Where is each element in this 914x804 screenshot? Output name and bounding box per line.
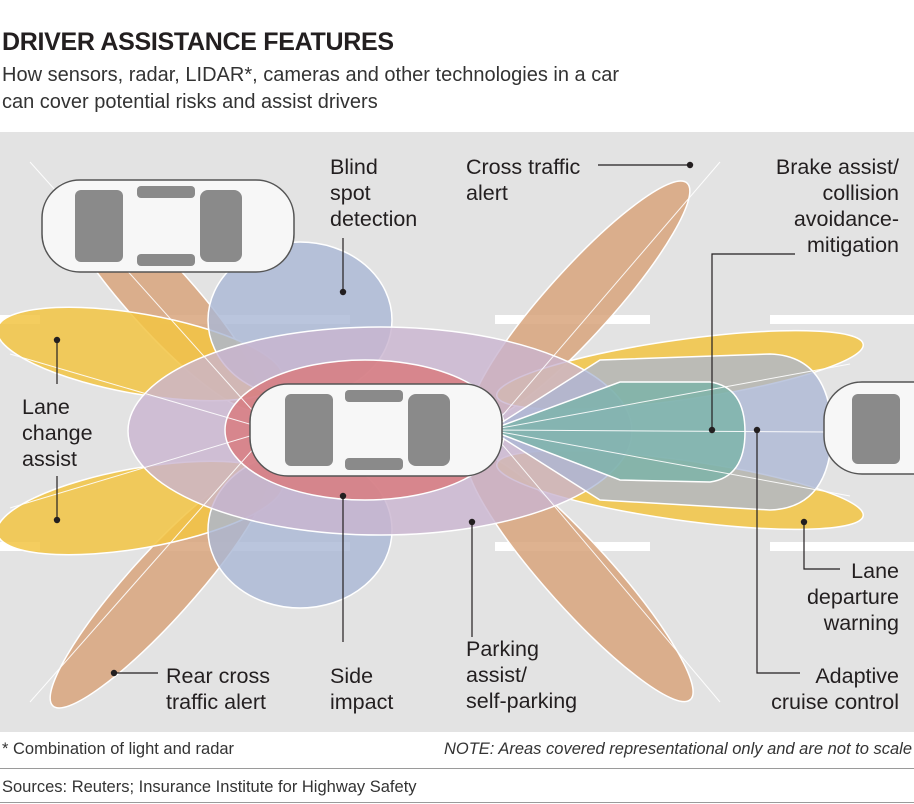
parked-car-icon: [41, 179, 295, 273]
label-cross-traffic: Cross traffic alert: [466, 155, 581, 205]
car-ahead-icon: [823, 381, 914, 475]
label-brake-assist: Brake assist/ collision avoidance- mitig…: [775, 155, 899, 257]
label-side-impact: Side impact: [330, 664, 394, 714]
leader-dots: [53, 161, 808, 677]
footnote: * Combination of light and radar: [2, 740, 235, 758]
main-car-icon: [249, 383, 503, 477]
sources: Sources: Reuters; Insurance Institute fo…: [2, 778, 417, 796]
label-lane-change: Lane change assist: [22, 395, 93, 471]
diagram-canvas: [0, 132, 914, 732]
leader-lines: [56, 164, 840, 674]
label-parking: Parking assist/ self-parking: [466, 637, 578, 713]
label-adaptive-cruise: Adaptive cruise control: [771, 664, 899, 714]
scale-note: NOTE: Areas covered representational onl…: [443, 740, 912, 758]
page-subtitle: How sensors, radar, LIDAR*, cameras and …: [2, 64, 619, 113]
label-lane-departure: Lane departure warning: [806, 559, 899, 635]
label-blind-spot: Blind spot detection: [330, 155, 418, 231]
label-rear-cross: Rear cross traffic alert: [166, 664, 270, 714]
bottom-divider: [0, 802, 914, 803]
page-title: DRIVER ASSISTANCE FEATURES: [2, 28, 394, 56]
footer-divider: [0, 768, 914, 769]
